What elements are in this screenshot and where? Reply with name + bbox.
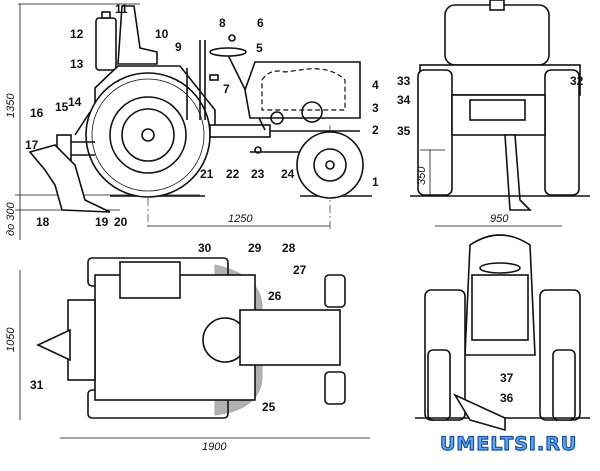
wheelbase-dimension: 1250 [228, 213, 253, 225]
label-12: 12 [70, 27, 84, 41]
top-view: 1050 1900 [5, 257, 370, 453]
label-37: 37 [500, 371, 514, 385]
label-29: 29 [248, 241, 262, 255]
seat-top [119, 261, 181, 299]
rear-right-tire [544, 69, 580, 196]
label-16: 16 [30, 106, 44, 120]
label-18: 18 [36, 215, 50, 229]
length-dimension: 1900 [202, 441, 227, 453]
track-dimension: 950 [490, 213, 509, 225]
width-dimension: 1050 [5, 327, 17, 352]
rear-plow [504, 134, 532, 211]
label-14: 14 [68, 95, 82, 109]
plow [28, 144, 111, 213]
engine-outline [261, 68, 346, 111]
part-labels: 11 12 10 9 8 6 5 7 4 3 2 1 13 14 15 16 1… [25, 2, 584, 414]
label-6: 6 [257, 16, 264, 30]
label-9: 9 [175, 40, 182, 54]
side-view: 1350 до 300 1250 [5, 3, 372, 240]
height-dimension: 1350 [5, 93, 17, 118]
label-1: 1 [372, 175, 379, 189]
frame [209, 124, 271, 138]
label-27: 27 [293, 263, 307, 277]
label-8: 8 [219, 16, 226, 30]
label-15: 15 [55, 100, 69, 114]
label-11: 11 [115, 2, 128, 16]
front-wheel [296, 131, 364, 199]
label-35: 35 [397, 124, 411, 138]
label-33: 33 [397, 74, 411, 88]
label-17: 17 [25, 138, 39, 152]
label-4: 4 [372, 78, 379, 92]
label-21: 21 [200, 167, 214, 181]
label-2: 2 [372, 123, 379, 137]
label-23: 23 [251, 167, 265, 181]
clearance-dimension: 350 [416, 166, 428, 185]
label-19: 19 [95, 215, 109, 229]
rear-view: 350 950 [410, 0, 590, 227]
label-30: 30 [198, 241, 212, 255]
label-31: 31 [30, 378, 44, 392]
label-36: 36 [500, 391, 514, 405]
label-22: 22 [226, 167, 240, 181]
label-25: 25 [262, 400, 276, 414]
label-20: 20 [114, 215, 128, 229]
label-10: 10 [155, 27, 169, 41]
label-34: 34 [397, 93, 411, 107]
label-32: 32 [570, 74, 584, 88]
rear-wheel [85, 72, 211, 198]
engine-top [239, 309, 341, 366]
seat-back [444, 4, 550, 66]
label-13: 13 [70, 57, 84, 71]
plow-depth-dimension: до 300 [5, 202, 17, 236]
label-7: 7 [223, 82, 230, 96]
radiator-grille [471, 274, 529, 341]
label-5: 5 [256, 41, 263, 55]
label-26: 26 [268, 289, 282, 303]
label-28: 28 [282, 241, 296, 255]
front-view [415, 234, 590, 432]
plow-top [36, 328, 71, 362]
steering-wheel [209, 47, 247, 57]
label-3: 3 [372, 101, 379, 115]
watermark: UMELTSI.RU [440, 433, 577, 455]
fuel-tank [95, 17, 117, 71]
label-24: 24 [281, 167, 295, 181]
seat [117, 5, 158, 65]
